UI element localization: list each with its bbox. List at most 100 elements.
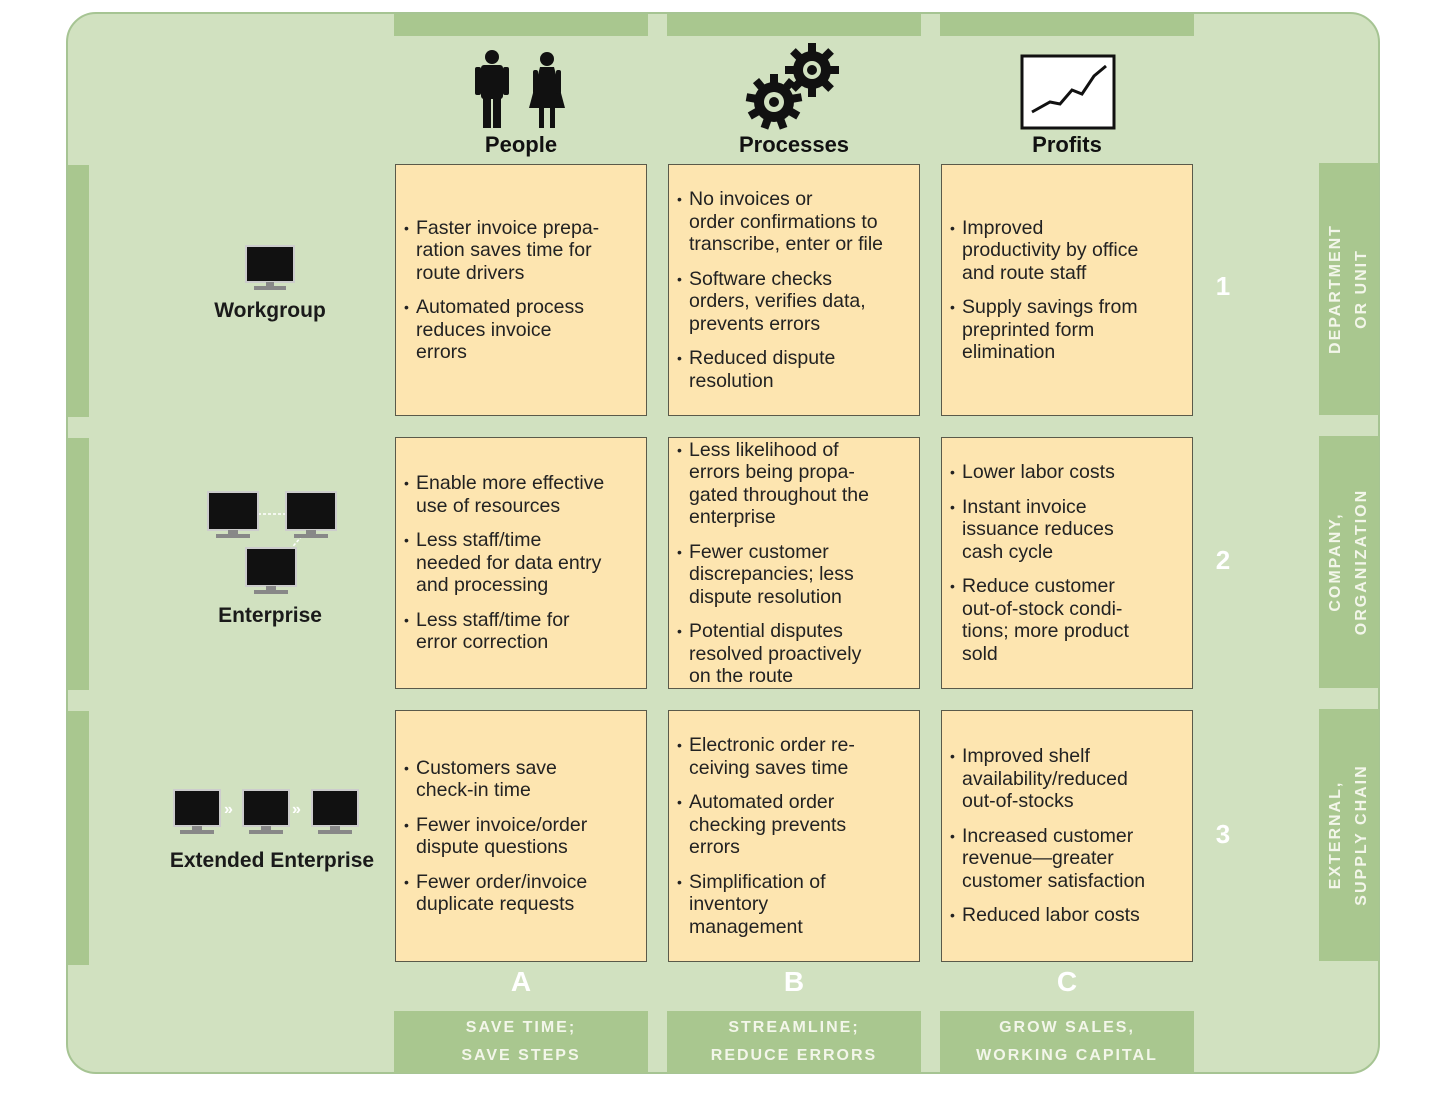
benefit-item: •Customers save check-in time: [404, 757, 640, 802]
row-label-enterprise: Enterprise: [218, 604, 322, 627]
bullet-icon: •: [950, 299, 955, 315]
side-label-box-2: COMPANY, ORGANIZATION: [1319, 436, 1379, 688]
gears-icon: [745, 43, 839, 130]
benefit-item-text: Increased customer revenue—greater custo…: [962, 824, 1146, 892]
benefit-item-text: Electronic order re- ceiving saves time: [689, 734, 855, 779]
benefit-item: • Reduced labor costs: [950, 904, 1186, 927]
column-title-processes: Processes: [738, 132, 850, 157]
bullet-icon: •: [677, 191, 682, 207]
bullet-icon: •: [404, 611, 409, 628]
benefit-cell: •Customers save check-in time •Fewer invo…: [395, 710, 647, 962]
benefit-cell: •Lower labor costs•Instant invoice issua…: [941, 437, 1193, 689]
side-label-company: COMPANY, ORGANIZATION: [1327, 488, 1370, 636]
row-number-3: 3: [1215, 819, 1231, 849]
benefit-item: • Software checks orders, verifies data, …: [677, 268, 913, 336]
benefit-item-text: No invoices or order confirmations to tr…: [689, 188, 884, 255]
svg-text:»: »: [292, 801, 301, 818]
benefit-cell: •Electronic order re- ceiving saves time…: [668, 710, 920, 962]
benefit-cell: •Improved shelf availability/reduced out…: [941, 710, 1193, 962]
benefit-cell: • No invoices or order confirmations to t…: [668, 164, 920, 416]
benefit-item: • Less likelihood of errors being propa- …: [677, 439, 913, 529]
bullet-icon: •: [404, 759, 409, 776]
bottom-label-box-c: GROW SALES, WORKING CAPITAL: [940, 1011, 1194, 1073]
benefit-item: •Fewer invoice/order dispute questions: [404, 814, 640, 859]
bullet-icon: •: [404, 532, 409, 549]
benefit-item-text: Faster invoice prepa- ration saves time …: [416, 216, 600, 284]
bullet-icon: •: [404, 873, 409, 890]
row-number-1: 1: [1215, 271, 1231, 301]
bottom-label-save-time: SAVE TIME; SAVE STEPS: [461, 1019, 581, 1064]
benefit-cell: •Enable more effective use of resources•…: [395, 437, 647, 689]
benefit-item-text: Less staff/time for error correction: [416, 608, 570, 654]
benefit-item: • Reduce customer out-of-stock condi- tio…: [950, 575, 1186, 665]
side-label-box-3: EXTERNAL, SUPPLY CHAIN: [1319, 709, 1379, 961]
bottom-label-grow-sales: GROW SALES, WORKING CAPITAL: [976, 1019, 1158, 1064]
benefit-item-text: Automated order checking prevents errors: [689, 791, 847, 858]
benefit-item: • Faster invoice prepa- ration saves time…: [404, 217, 640, 285]
benefit-item-text: Reduced labor costs: [962, 904, 1140, 927]
rising-chart-icon: [1020, 54, 1116, 130]
benefit-item-text: Software checks orders, verifies data, p…: [689, 267, 866, 335]
bullet-icon: •: [677, 623, 682, 639]
benefit-item-text: Less staff/time needed for data entry an…: [416, 529, 602, 597]
bullet-icon: •: [404, 816, 409, 833]
bullet-icon: •: [677, 441, 682, 458]
benefit-item: • Fewer order/invoice duplicate requests: [404, 871, 640, 916]
bullet-icon: •: [950, 578, 955, 594]
benefit-item-text: Less likelihood of errors being propa- g…: [689, 438, 869, 529]
bullet-icon: •: [677, 270, 682, 287]
svg-text:»: »: [224, 801, 233, 818]
side-label-department: DEPARTMENT OR UNIT: [1327, 224, 1370, 354]
benefit-item: • Supply savings from preprinted form eli…: [950, 296, 1186, 364]
benefit-item-text: Fewer customer discrepancies; less dispu…: [689, 540, 854, 608]
benefit-item: • Less staff/time needed for data entry a…: [404, 529, 640, 597]
benefit-item: •Simplification of inventory management: [677, 871, 913, 939]
benefit-item-text: Fewer order/invoice duplicate requests: [416, 870, 588, 916]
benefit-item-text: Automated process reduces invoice errors: [416, 296, 585, 363]
bullet-icon: •: [677, 543, 682, 560]
benefit-item-text: Improved productivity by office and rout…: [962, 216, 1139, 284]
bullet-icon: •: [950, 907, 955, 924]
benefit-item: •Electronic order re- ceiving saves time: [677, 734, 913, 779]
bullet-icon: •: [950, 219, 955, 236]
single-computer-icon: [245, 245, 295, 290]
left-strip-1: [68, 165, 89, 417]
benefit-item: • Improved productivity by office and rou…: [950, 217, 1186, 285]
benefit-item: • Fewer customer discrepancies; less disp…: [677, 541, 913, 609]
benefit-item-text: Lower labor costs: [962, 461, 1115, 483]
benefit-item-text: Reduced dispute resolution: [689, 347, 836, 392]
row-label-workgroup: Workgroup: [214, 299, 326, 322]
benefit-item-text: Potential disputes resolved proactively …: [689, 620, 862, 687]
benefit-item: • Potential disputes resolved proactively…: [677, 620, 913, 688]
benefit-item: • No invoices or order confirmations to t…: [677, 188, 913, 256]
column-title-people: People: [484, 132, 558, 157]
column-letter-b: B: [783, 966, 805, 997]
bullet-icon: •: [404, 219, 409, 236]
top-strip-a: [394, 14, 648, 36]
column-letter-a: A: [510, 966, 532, 997]
benefit-item-text: Reduce customer out-of-stock condi- tion…: [962, 575, 1129, 665]
bullet-icon: •: [404, 299, 409, 315]
networked-computers-icon: [207, 491, 337, 594]
bullet-icon: •: [404, 475, 409, 492]
bullet-icon: •: [950, 498, 955, 515]
benefit-item: • Less staff/time for error correction: [404, 609, 640, 654]
benefit-item: •Lower labor costs: [950, 461, 1186, 484]
benefit-cell: • Improved productivity by office and rou…: [941, 164, 1193, 416]
top-strip-c: [940, 14, 1194, 36]
benefit-item: •Improved shelf availability/reduced out…: [950, 745, 1186, 813]
side-label-box-1: DEPARTMENT OR UNIT: [1319, 163, 1379, 415]
top-strip-b: [667, 14, 921, 36]
benefit-cell: • Faster invoice prepa- ration saves time…: [395, 164, 647, 416]
column-letter-c: C: [1056, 966, 1078, 997]
benefit-item-text: Supply savings from preprinted form elim…: [962, 296, 1138, 363]
side-label-external: EXTERNAL, SUPPLY CHAIN: [1327, 764, 1370, 906]
benefit-item: • Reduced dispute resolution: [677, 347, 913, 392]
bullet-icon: •: [677, 350, 682, 366]
benefit-item: • Automated process reduces invoice error…: [404, 296, 640, 364]
row-number-2: 2: [1215, 545, 1231, 575]
people-icon: [475, 50, 565, 128]
benefit-item-text: Simplification of inventory management: [689, 870, 826, 938]
left-strip-3: [68, 711, 89, 965]
benefit-item-text: Instant invoice issuance reduces cash cy…: [962, 495, 1114, 563]
